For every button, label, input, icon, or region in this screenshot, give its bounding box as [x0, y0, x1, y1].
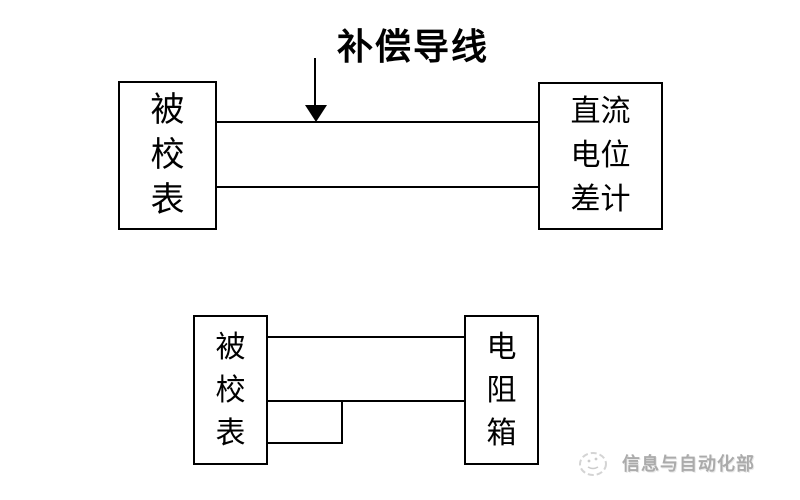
- meter-under-test-box-top: 被 校 表: [118, 81, 217, 230]
- box-text-row: 被: [215, 330, 246, 364]
- box-text-row: 阻: [486, 373, 517, 407]
- bottom-diagram-stub-vertical: [341, 400, 343, 444]
- watermark: 信息与自动化部: [578, 448, 755, 478]
- box-text-row: 差计: [570, 183, 631, 216]
- bottom-diagram-stub-horizontal: [268, 442, 343, 444]
- down-arrow-head-icon: [305, 105, 327, 122]
- bottom-diagram-wire-middle: [268, 400, 464, 402]
- resistance-box: 电 阻 箱: [464, 315, 539, 465]
- down-arrow-icon: [314, 58, 316, 108]
- bottom-diagram-wire-top: [268, 336, 464, 338]
- box-text-row: 校: [215, 373, 246, 407]
- box-text-row: 电位: [570, 139, 631, 172]
- box-text-row: 直流: [570, 95, 631, 128]
- compensation-wire-label: 补偿导线: [336, 26, 489, 67]
- box-text-row: 电: [486, 330, 517, 364]
- box-text-row: 箱: [486, 416, 517, 450]
- dc-potentiometer-box: 直流 电位 差计: [538, 82, 663, 230]
- box-text-row: 被: [150, 92, 185, 129]
- logo-circle-icon: [579, 452, 607, 476]
- box-text-row: 表: [150, 182, 185, 219]
- watermark-text: 信息与自动化部: [622, 454, 755, 474]
- box-text-row: 校: [150, 137, 185, 174]
- meter-under-test-box-bottom: 被 校 表: [193, 315, 268, 465]
- top-diagram-wire-bottom: [217, 186, 538, 188]
- box-text-row: 表: [215, 416, 246, 450]
- top-diagram-wire-top: [217, 121, 538, 123]
